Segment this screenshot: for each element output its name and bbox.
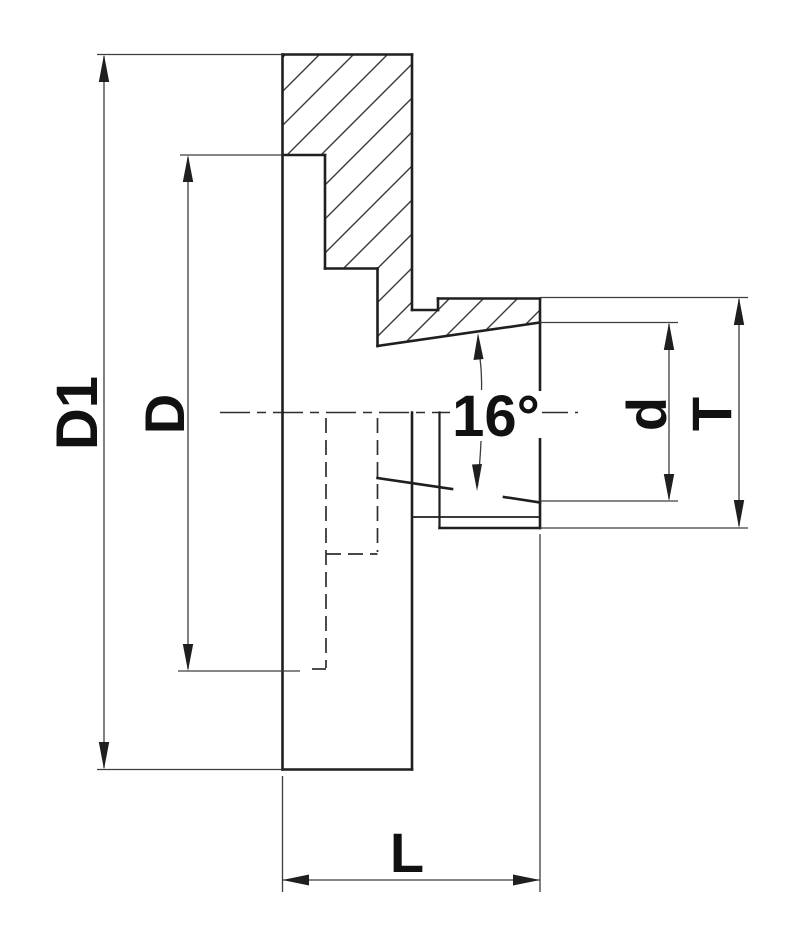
label-angle: 16°	[452, 384, 540, 449]
dimension-angle: 16°	[450, 333, 542, 491]
hidden-bore-lines	[312, 418, 379, 670]
dimension-d-small: d	[540, 321, 678, 502]
l-arrow-left-icon	[282, 874, 309, 886]
d-arrow-up-icon	[182, 155, 194, 182]
angle-leader-upper	[479, 357, 483, 391]
label-l: L	[390, 821, 424, 884]
d1-arrow-up-icon	[98, 54, 110, 82]
label-d1: D1	[45, 376, 110, 450]
taper-bore-upper-edge	[376, 321, 542, 348]
taper-bore-lower-edge-a	[376, 476, 454, 491]
label-t: T	[680, 397, 743, 431]
d-arrow-down-icon	[182, 644, 194, 671]
dimension-l: L	[281, 534, 541, 892]
dimension-t: T	[540, 296, 748, 529]
d-small-arrow-up-icon	[663, 322, 675, 350]
dimension-d1: D1	[45, 53, 283, 771]
taper-bore-lower-edge-b	[502, 495, 542, 504]
label-d-small: d	[615, 397, 678, 431]
t-arrow-up-icon	[733, 297, 745, 325]
l-arrow-right-icon	[513, 874, 540, 886]
t-arrow-down-icon	[733, 500, 745, 528]
dimension-d: D	[133, 154, 300, 672]
angle-label-mask	[450, 391, 542, 438]
angle-arrow-down-icon	[472, 464, 482, 491]
angle-arrow-up-icon	[473, 333, 484, 360]
d-small-arrow-down-icon	[663, 474, 675, 501]
label-d: D	[133, 394, 196, 434]
d1-arrow-down-icon	[98, 742, 110, 770]
